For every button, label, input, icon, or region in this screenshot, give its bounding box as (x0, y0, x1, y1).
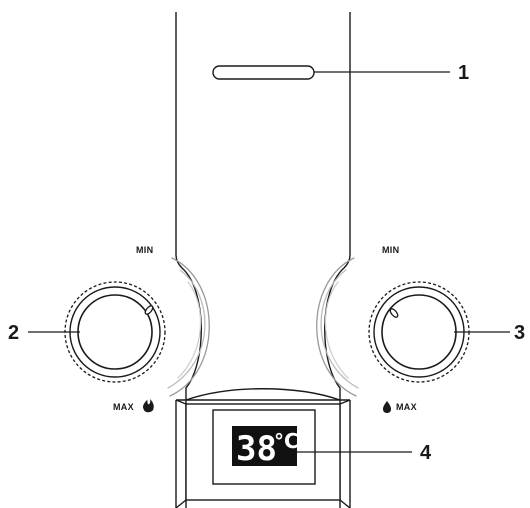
callout-lines (28, 71, 510, 453)
callout-1: 1 (458, 62, 469, 84)
temperature-display: 38 °C (232, 426, 299, 469)
temperature-unit: °C (274, 429, 299, 453)
right-dial-min-label: MIN (382, 245, 399, 255)
heater-body (175, 12, 351, 508)
water-knob-marker (389, 308, 399, 318)
temperature-value: 38 (236, 429, 277, 469)
callout-4: 4 (420, 442, 432, 464)
flame-knob[interactable] (64, 281, 166, 383)
flame-knob-marker (144, 305, 154, 315)
indicator-slot (212, 65, 315, 80)
water-drop-icon (383, 401, 391, 413)
water-knob[interactable] (368, 281, 470, 383)
left-dial-max-label: MAX (113, 402, 134, 412)
right-dial-scale (316, 257, 359, 397)
left-dial-min-label: MIN (136, 245, 153, 255)
right-dial-max-label: MAX (396, 402, 417, 412)
left-dial-scale (167, 257, 210, 397)
flame-icon (143, 399, 154, 413)
callout-3: 3 (514, 322, 525, 344)
callout-2: 2 (8, 322, 19, 344)
